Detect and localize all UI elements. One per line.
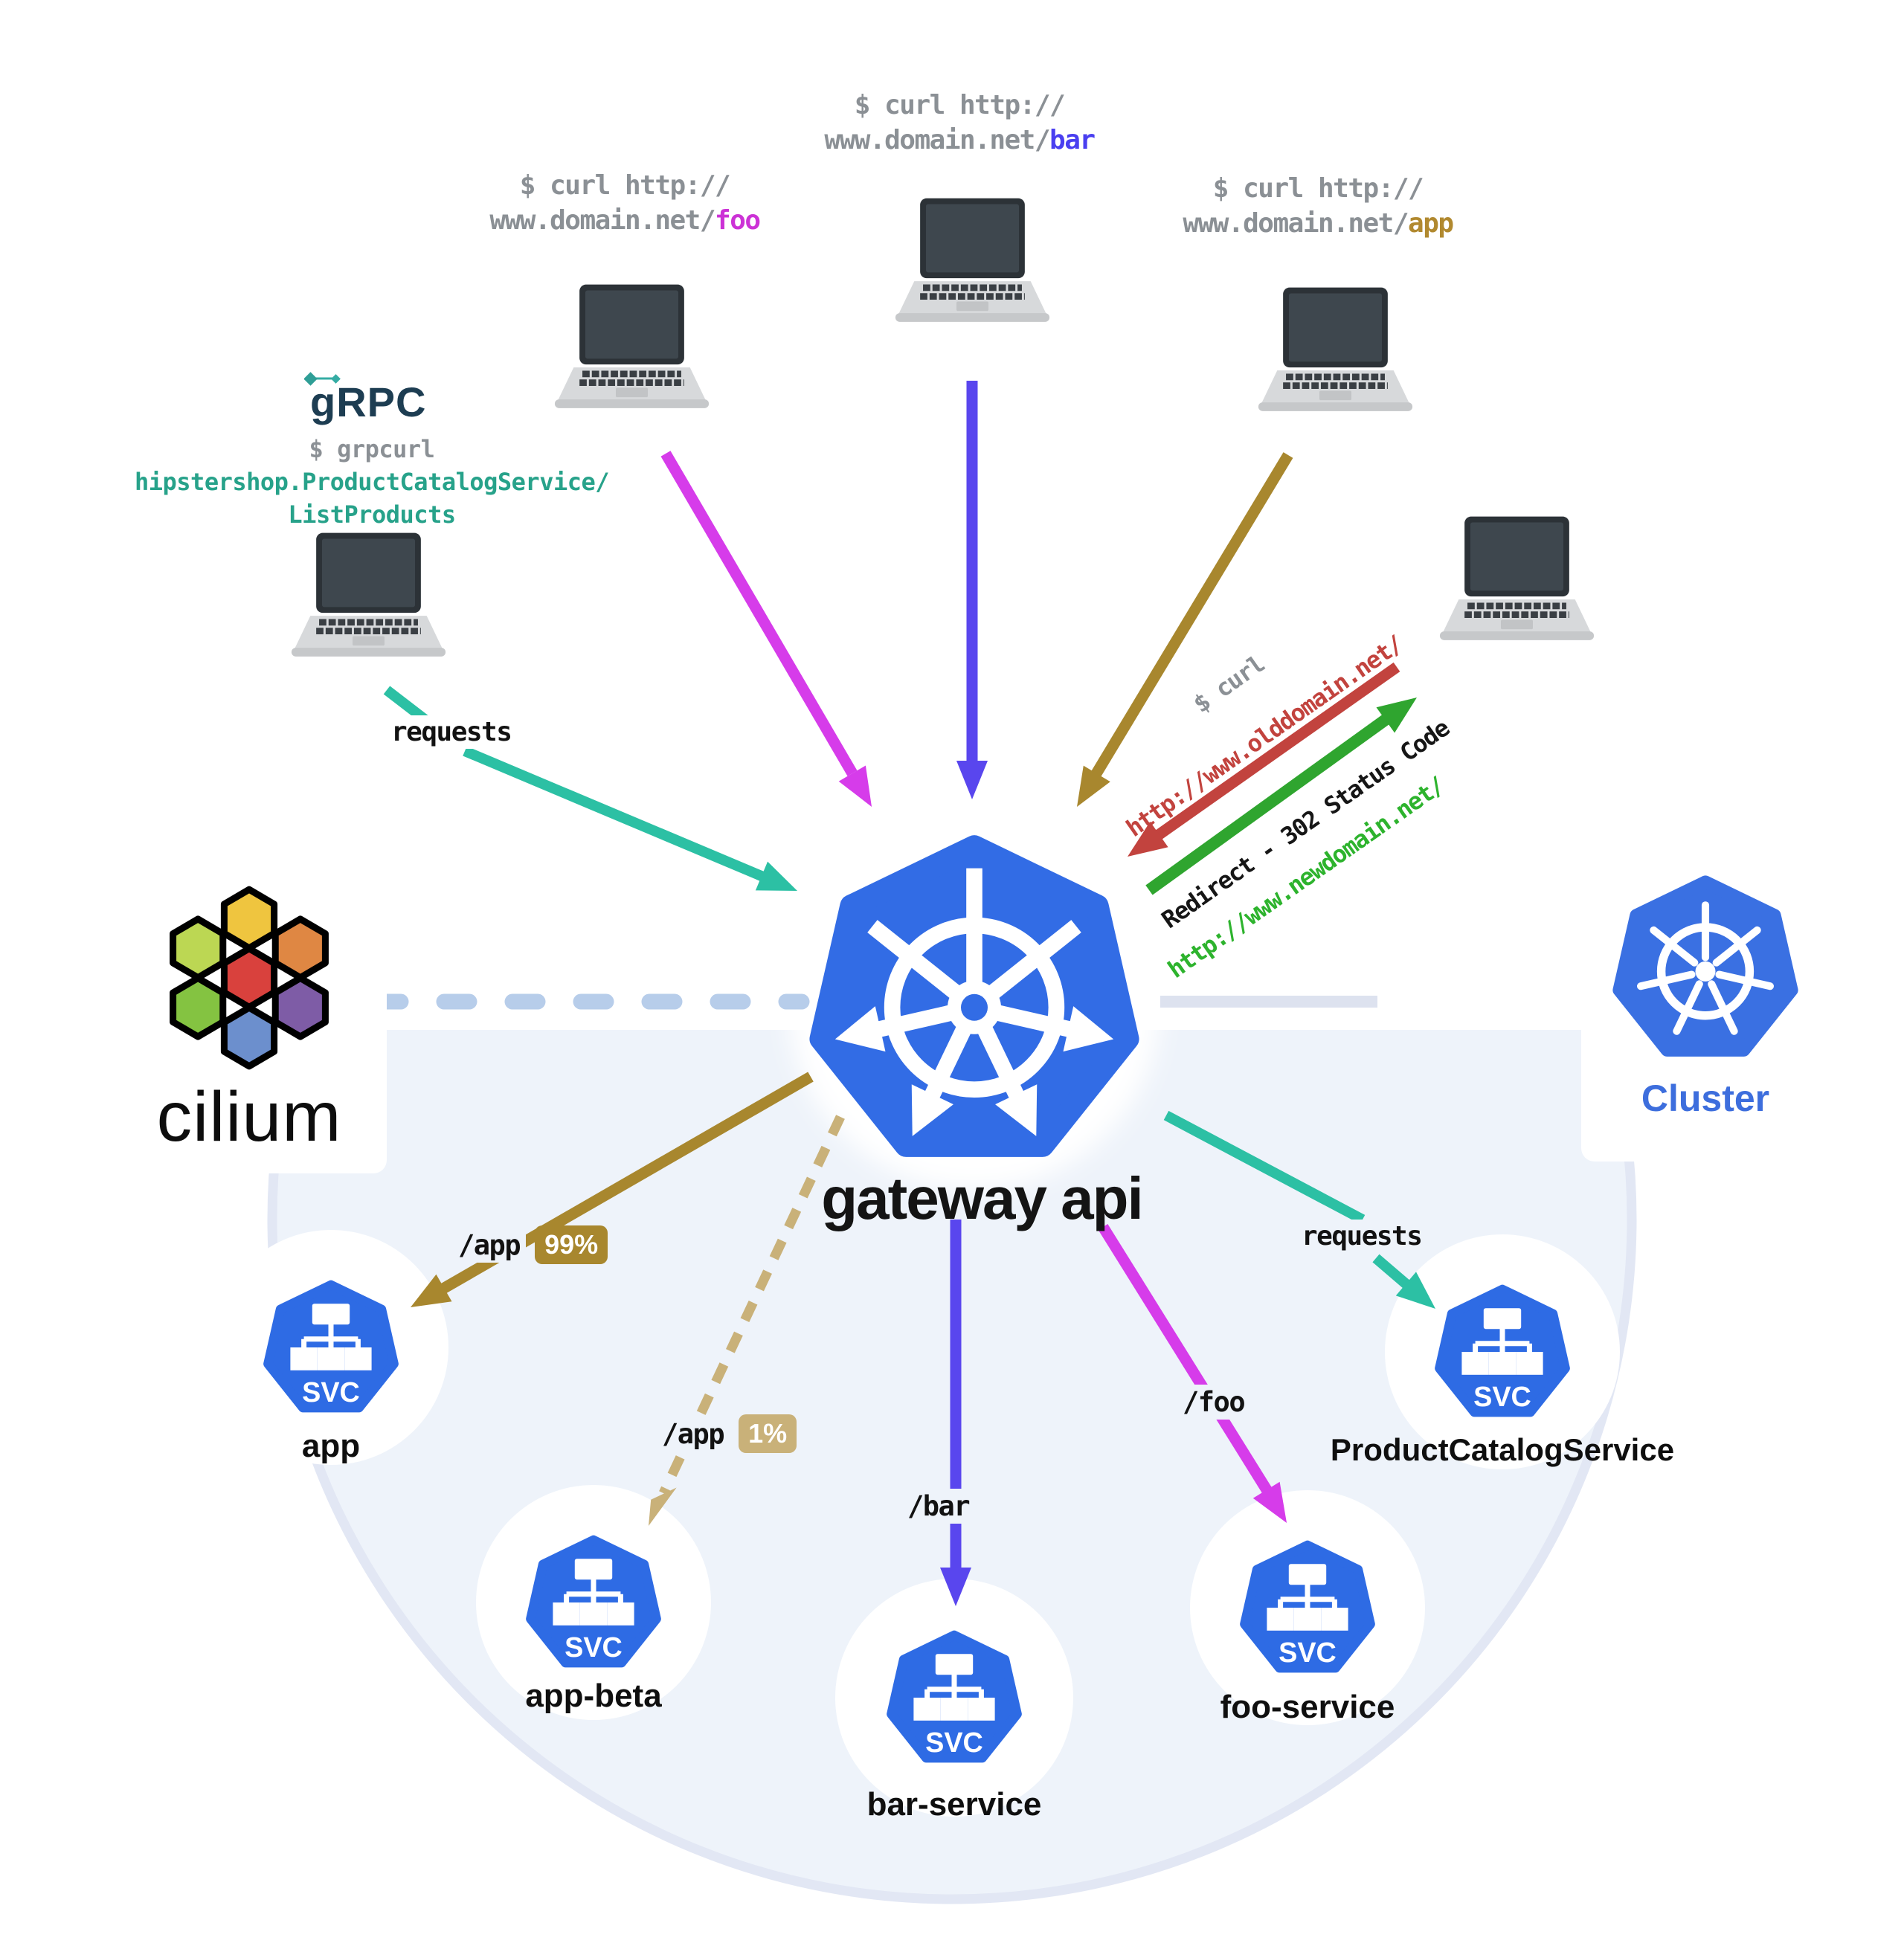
curl-foo-path: foo — [715, 205, 761, 236]
arrow-route-foo — [1098, 1224, 1287, 1523]
route-app-beta-weight-badge: 1% — [739, 1414, 797, 1453]
route-app-path: /app — [452, 1227, 527, 1263]
grpc-service-line: hipstershop.ProductCatalogService/ — [134, 468, 610, 496]
cluster-kubernetes-logo — [1612, 875, 1798, 1057]
grpc-arrow-glyph — [304, 372, 341, 386]
gateway-api-title: gateway api — [821, 1165, 1144, 1231]
laptop-app-client — [1258, 287, 1413, 411]
curl-foo-line2: www.domain.net/foo — [489, 205, 761, 236]
curl-bar-path: bar — [1049, 125, 1096, 155]
service-bar-label: bar-service — [866, 1786, 1042, 1823]
grpcurl-line: $ grpcurl — [309, 435, 435, 463]
svg-text:SVC: SVC — [565, 1632, 623, 1663]
service-foo-icon: SVC — [1240, 1540, 1375, 1673]
curl-foo-line1: $ curl http:// — [519, 170, 731, 201]
arrow-foo-request — [660, 451, 872, 807]
curl-command-bar: $ curl http:// www.domain.net/bar — [736, 88, 1183, 158]
cilium-box: cilium — [112, 877, 387, 1173]
grpc-method-line: ListProducts — [288, 500, 456, 529]
gateway-api-logo — [809, 835, 1139, 1157]
service-app-label: app — [301, 1428, 361, 1464]
service-bar-icon: SVC — [887, 1630, 1022, 1763]
arrow-bar-request — [956, 381, 988, 799]
service-pcs-icon: SVC — [1435, 1284, 1570, 1417]
arrow-olddomain — [1128, 662, 1400, 857]
cilium-logo — [170, 886, 329, 1070]
arrow-grpc-request — [383, 686, 797, 891]
cilium-label: cilium — [156, 1077, 342, 1156]
cluster-label: Cluster — [1641, 1077, 1770, 1119]
curl-command-foo: $ curl http:// www.domain.net/foo — [402, 168, 848, 238]
route-app-beta-path: /app — [656, 1416, 730, 1452]
service-pcs-label: ProductCatalogService — [1330, 1432, 1675, 1467]
curl-bar-line1: $ curl http:// — [854, 90, 1066, 120]
curl-command-app: $ curl http:// www.domain.net/app — [1095, 171, 1541, 241]
svg-text:SVC: SVC — [302, 1377, 360, 1408]
grpc-logo: gRPC — [304, 372, 426, 426]
arrow-route-requests — [1163, 1110, 1435, 1309]
laptop-grpc-client — [291, 532, 446, 657]
service-app-beta-label: app-beta — [525, 1678, 662, 1714]
route-foo-label: /foo — [1177, 1385, 1251, 1420]
laptop-foo-client — [554, 284, 710, 408]
laptop-redirect-client — [1439, 516, 1595, 640]
requests-right-label: requests — [1296, 1220, 1428, 1253]
route-app-99-label: /app 99% — [452, 1225, 608, 1264]
route-app-weight-badge: 99% — [535, 1225, 608, 1264]
curl-app-line1: $ curl http:// — [1212, 173, 1424, 204]
grpc-command: $ grpcurl hipstershop.ProductCatalogServ… — [104, 433, 640, 531]
laptop-bar-client — [895, 198, 1050, 322]
cluster-box: Cluster — [1581, 863, 1830, 1162]
route-bar-label: /bar — [901, 1489, 976, 1524]
curl-app-line2: www.domain.net/app — [1183, 208, 1454, 239]
arrow-redirect-newdomain — [1145, 698, 1417, 895]
requests-left-label: requests — [385, 715, 518, 749]
svg-text:SVC: SVC — [925, 1727, 983, 1759]
svg-text:SVC: SVC — [1473, 1382, 1531, 1413]
arrow-app-request — [1077, 452, 1293, 807]
svg-text:SVC: SVC — [1279, 1637, 1337, 1669]
curl-bar-line2: www.domain.net/bar — [824, 125, 1096, 155]
curl-app-path: app — [1408, 208, 1454, 239]
route-app-beta-label: /app 1% — [656, 1414, 797, 1453]
service-app-beta-icon: SVC — [526, 1535, 661, 1668]
service-foo-label: foo-service — [1220, 1689, 1395, 1725]
service-app-icon: SVC — [263, 1280, 399, 1413]
